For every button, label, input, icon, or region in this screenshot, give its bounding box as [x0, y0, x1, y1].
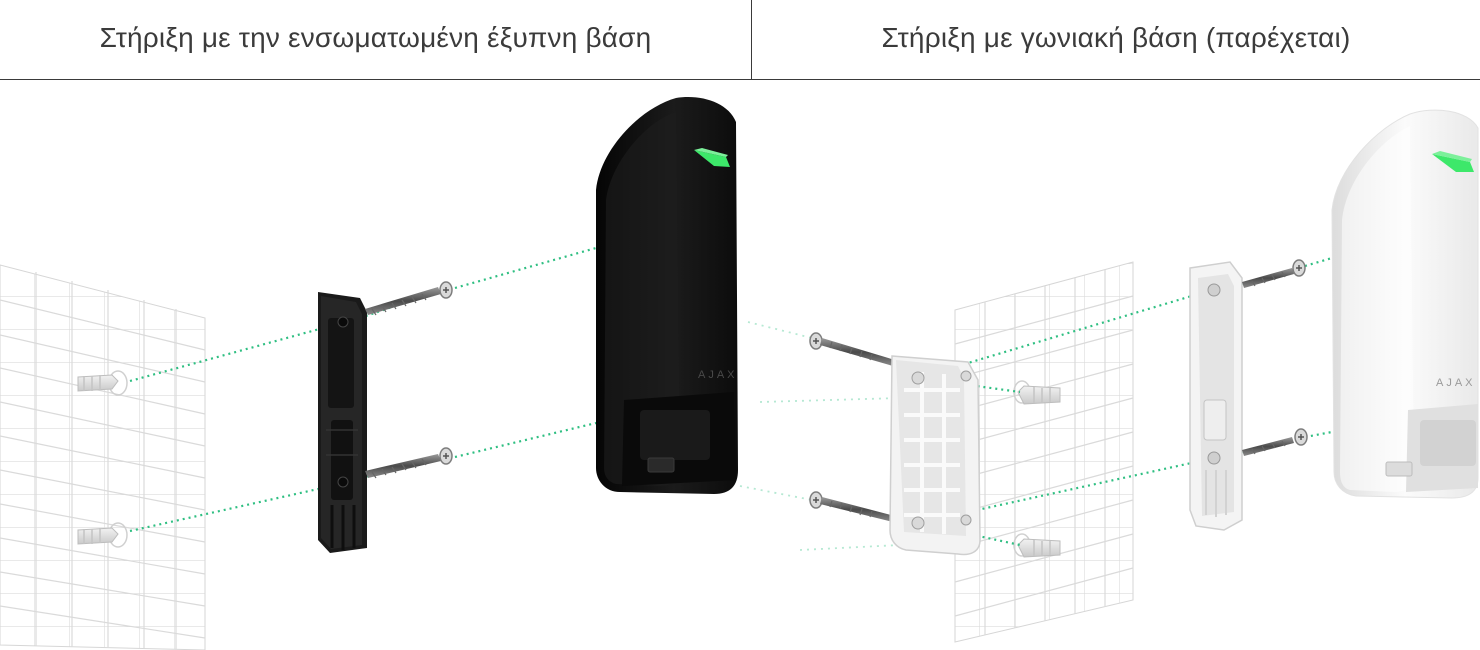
screw-icon: [1242, 428, 1308, 456]
screw-icon: [1242, 259, 1306, 288]
screw-icon: [809, 491, 895, 522]
left-section-header: Στήριξη με την ενσωματωμένη έξυπνη βάση: [0, 0, 752, 79]
corner-bracket-icon: [889, 355, 981, 556]
left-section-title: Στήριξη με την ενσωματωμένη έξυπνη βάση: [99, 21, 652, 53]
section-header: Στήριξη με την ενσωματωμένη έξυπνη βάση …: [0, 0, 1480, 80]
wall-anchor-icon: [1013, 533, 1061, 558]
mounting-plate-icon: [318, 292, 367, 553]
wall-anchor-icon: [77, 370, 128, 396]
mounting-plate-icon: [1189, 261, 1243, 531]
guide-lines-faded: [739, 321, 901, 551]
screw-icon: [365, 447, 453, 479]
detector-white: AJAX: [1331, 109, 1479, 499]
screw-icon: [365, 281, 453, 316]
wall-anchor-icon: [77, 522, 128, 548]
right-wall: [954, 261, 1134, 643]
detector-black: AJAX: [596, 97, 738, 494]
left-device-brand: AJAX: [698, 369, 738, 381]
right-device-brand: AJAX: [1436, 377, 1476, 389]
left-wall: [0, 264, 206, 650]
screw-icon: [809, 332, 895, 366]
right-section-header: Στήριξη με γωνιακή βάση (παρέχεται): [752, 0, 1480, 79]
right-section-title: Στήριξη με γωνιακή βάση (παρέχεται): [881, 21, 1351, 53]
mounting-illustration: AJAX: [0, 97, 1479, 650]
